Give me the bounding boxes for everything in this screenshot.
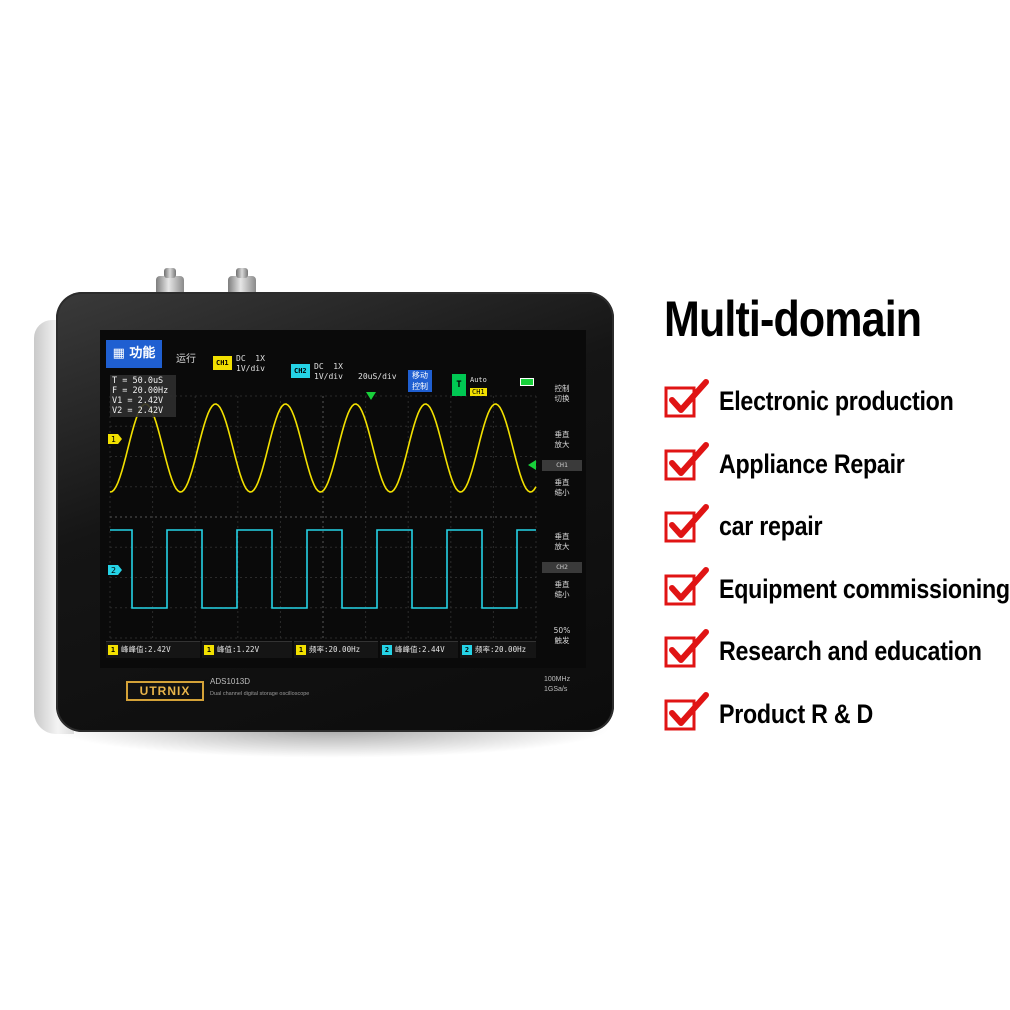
grid-icon: ▦ bbox=[112, 346, 125, 361]
feature-list: Electronic production Appliance Repair c… bbox=[664, 378, 1010, 754]
list-item: car repair bbox=[664, 503, 1004, 566]
channel-badge: 2 bbox=[462, 645, 472, 655]
trigger-button[interactable]: T bbox=[452, 374, 466, 396]
feature-label: Appliance Repair bbox=[719, 448, 905, 479]
feature-label: car repair bbox=[719, 511, 823, 541]
feature-label: Equipment commissioning bbox=[719, 573, 1010, 604]
measurement-text: 频率:20.00Hz bbox=[475, 645, 527, 654]
ch2-square-waveform bbox=[110, 529, 536, 609]
brand-strip: UTRNIX ADS1013D Dual channel digital sto… bbox=[100, 671, 586, 705]
list-item: Research and education bbox=[664, 628, 1004, 691]
move-control-button[interactable]: 移动 控制 bbox=[408, 370, 432, 392]
list-item: Appliance Repair bbox=[664, 441, 1004, 504]
list-item: Equipment commissioning bbox=[664, 566, 1010, 629]
ch2-settings: DC 1X 1V/div bbox=[314, 362, 343, 381]
red-checkmark-icon bbox=[664, 629, 709, 668]
channel-badge: 1 bbox=[204, 645, 214, 655]
channel-badge: 1 bbox=[296, 645, 306, 655]
measurement-period: T = 50.0uS bbox=[112, 376, 164, 386]
model-description: Dual channel digital storage oscilloscop… bbox=[210, 691, 310, 697]
measurement-text: 峰值:1.22V bbox=[217, 645, 260, 654]
feature-label: Product R & D bbox=[719, 698, 874, 729]
function-button[interactable]: ▦ 功能 bbox=[106, 340, 162, 368]
measurement-text: 频率:20.00Hz bbox=[309, 645, 361, 654]
headline: Multi-domain bbox=[664, 291, 922, 347]
feature-label: Research and education bbox=[719, 636, 982, 666]
measurement-text: 峰峰值:2.44V bbox=[395, 645, 445, 654]
ch2-marker-icon: 2 bbox=[108, 565, 122, 575]
vertical-zoom-out-ch2-button[interactable]: 垂直 缩小 bbox=[554, 580, 570, 599]
measurement-v1: V1 = 2.42V bbox=[112, 396, 164, 406]
sample-rate: 1GSa/s bbox=[544, 686, 568, 693]
oscilloscope-screen: 1 2 ▦ 功能 运行 CH1 DC 1X 1V/div CH2 DC 1X 1… bbox=[100, 330, 586, 668]
ch2-tag[interactable]: CH2 bbox=[291, 364, 310, 378]
measurement-text: 峰峰值:2.42V bbox=[121, 645, 171, 654]
list-item: Product R & D bbox=[664, 691, 1004, 754]
timebase-readout: 20uS/div bbox=[358, 372, 397, 381]
red-checkmark-icon bbox=[664, 504, 709, 543]
measurement-overlay: T = 50.0uS F = 20.00Hz V1 = 2.42V V2 = 2… bbox=[110, 375, 176, 417]
ch1-tag[interactable]: CH1 bbox=[213, 356, 232, 370]
brand-logo: UTRNIX bbox=[126, 681, 204, 701]
vertical-zoom-out-ch1-button[interactable]: 垂直 缩小 bbox=[554, 478, 570, 497]
ch1-settings: DC 1X 1V/div bbox=[236, 354, 265, 373]
trigger-position-icon bbox=[366, 392, 376, 400]
bandwidth: 100MHz bbox=[544, 676, 571, 683]
screen-grid bbox=[109, 395, 537, 639]
channel-badge: 1 bbox=[108, 645, 118, 655]
measurement-v2: V2 = 2.42V bbox=[112, 406, 164, 416]
trigger-source: CH1 bbox=[470, 388, 487, 396]
ch1-sine-waveform bbox=[109, 403, 537, 493]
model-number: ADS1013D bbox=[210, 677, 251, 686]
feature-label: Electronic production bbox=[719, 386, 954, 416]
red-checkmark-icon bbox=[664, 379, 709, 418]
measurement-frequency: F = 20.00Hz bbox=[112, 386, 169, 396]
list-item: Electronic production bbox=[664, 378, 1004, 441]
battery-icon bbox=[520, 378, 534, 386]
red-checkmark-icon bbox=[664, 441, 709, 480]
channel-badge: 2 bbox=[382, 645, 392, 655]
function-button-label: 功能 bbox=[129, 346, 156, 361]
trigger-mode: Auto bbox=[470, 376, 487, 384]
device-spec: 100MHz 1GSa/s bbox=[544, 675, 570, 695]
ch1-marker-icon: 1 bbox=[108, 434, 122, 444]
run-status: 运行 bbox=[176, 354, 196, 365]
screen-sidebar: 控制 切换 垂直 放大 CH1 垂直 缩小 垂直 放大 CH2 垂直 缩小 50… bbox=[540, 382, 586, 652]
fifty-percent-trigger-button[interactable]: 50% 触发 bbox=[553, 626, 571, 645]
vertical-zoom-in-ch2-button[interactable]: 垂直 放大 bbox=[554, 532, 570, 551]
vertical-zoom-in-ch1-button[interactable]: 垂直 放大 bbox=[554, 430, 570, 449]
waveform-display: 1 2 bbox=[108, 392, 537, 639]
control-switch-button[interactable]: 控制 切换 bbox=[554, 384, 570, 403]
ch2-selector[interactable]: CH2 bbox=[542, 562, 582, 573]
red-checkmark-icon bbox=[664, 691, 709, 730]
ch1-selector[interactable]: CH1 bbox=[542, 460, 582, 471]
ch2-marker-number: 2 bbox=[111, 566, 116, 575]
trigger-level-icon bbox=[528, 460, 536, 470]
red-checkmark-icon bbox=[664, 566, 709, 605]
ch1-marker-number: 1 bbox=[111, 435, 116, 444]
